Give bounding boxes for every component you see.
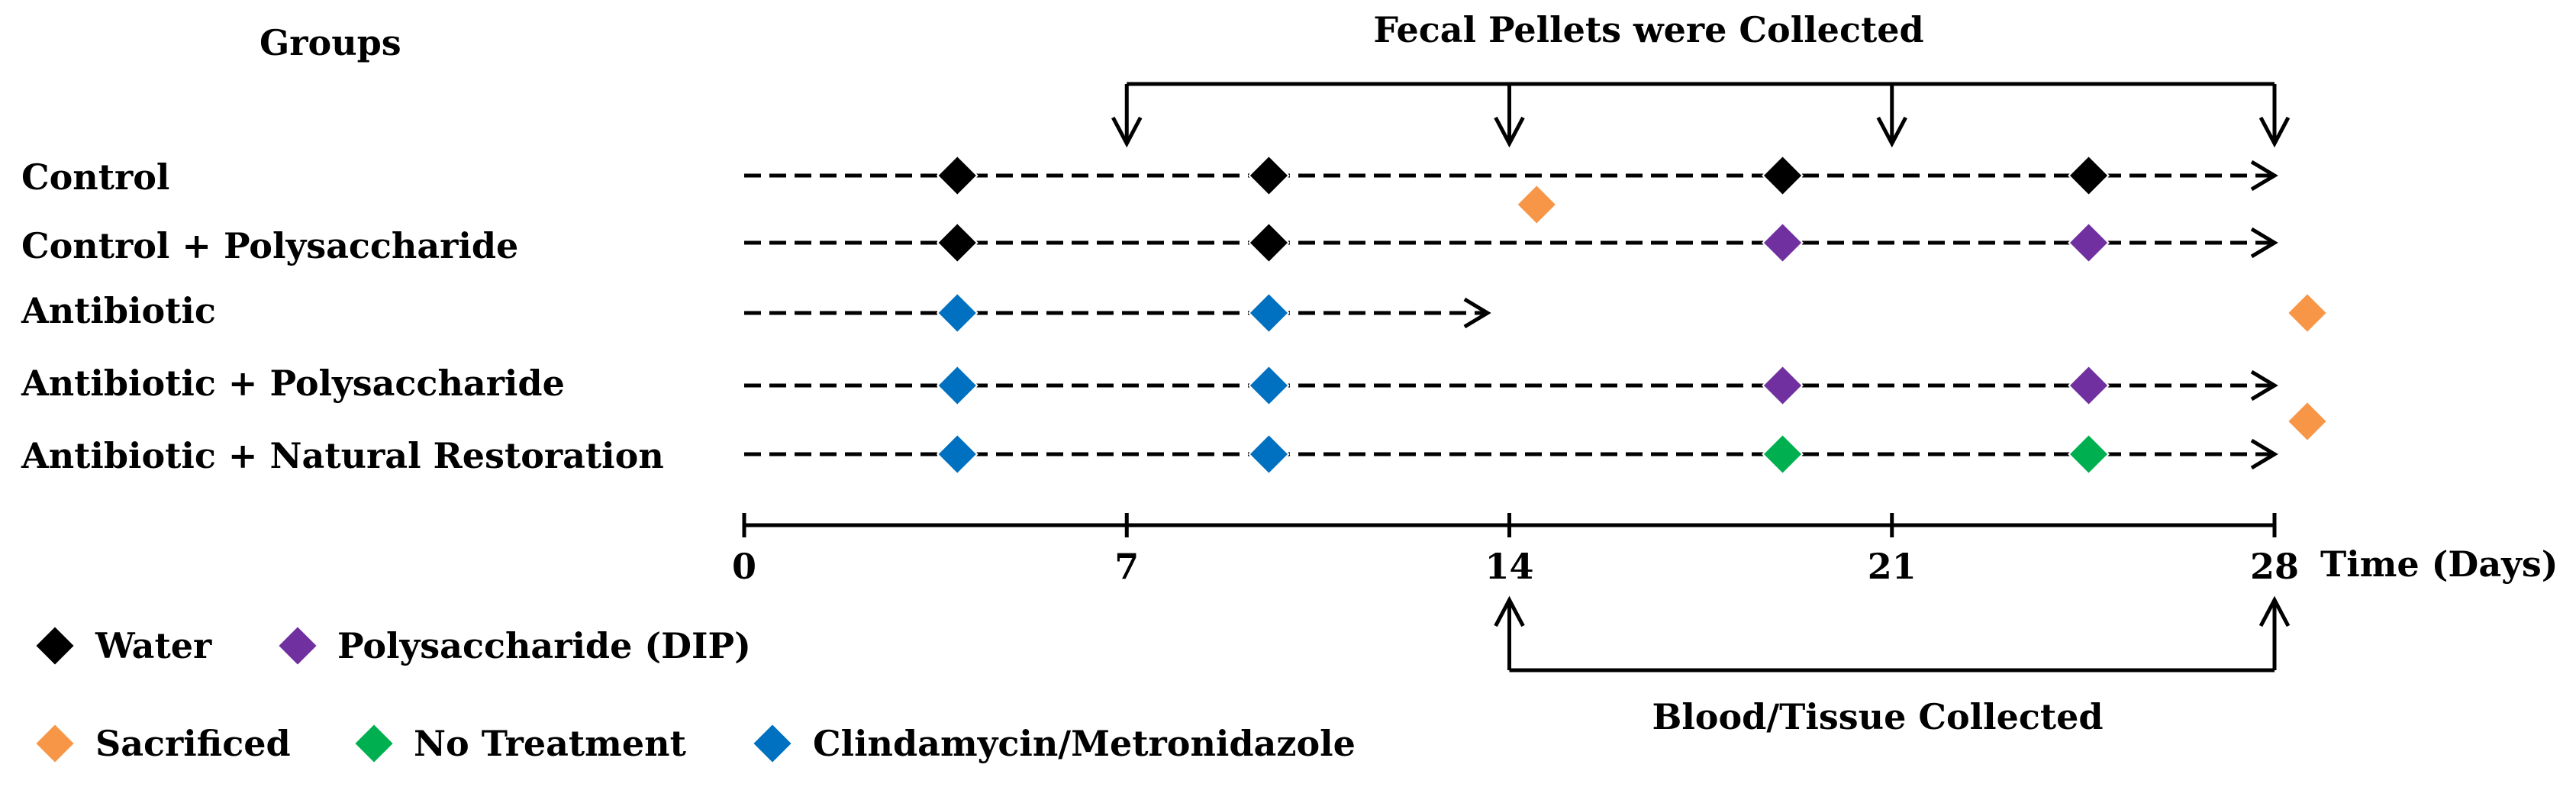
sacrificed-marker [2286,400,2329,443]
timeline-arrow-head [2250,438,2278,470]
sacrificed-marker [1515,183,1558,226]
legend-label-no-treatment: No Treatment [414,723,687,764]
treatment-marker-clindamycin [1248,364,1290,407]
legend: Water Polysaccharide (DIP) Sacrificed No… [34,624,1356,765]
treatment-marker-water [1248,154,1290,197]
axis-tick-label: 21 [1868,546,1917,587]
fecal-collection-title: Fecal Pellets were Collected [1373,9,1923,50]
timeline-arrow-head [2250,227,2278,259]
axis-tick-label: 28 [2250,546,2299,587]
treatment-marker-clindamycin [936,292,978,334]
legend-diamond-no_treatment [353,722,395,765]
legend-diamond-water [34,624,76,667]
legend-label-sacrificed: Sacrificed [95,723,291,764]
treatment-marker-water [936,221,978,264]
treatment-marker-no_treatment [1762,433,1804,476]
group-label-antibiotic: Antibiotic [21,290,216,331]
axis-tick-label: 7 [1114,546,1139,587]
treatment-marker-polysaccharide [2068,364,2110,407]
legend-diamond-clindamycin [751,722,794,765]
collection-brackets [1111,82,2291,672]
axis-tick-label: 0 [732,546,756,587]
axis-tick-label: 14 [1485,546,1533,587]
legend-diamond-sacrificed [34,722,76,765]
timeline-arrow-head [2250,160,2278,192]
treatment-marker-polysaccharide [2068,221,2110,264]
treatment-marker-water [1248,221,1290,264]
group-timelines [744,154,2329,476]
fecal-collection-arrow-head [1111,116,1143,148]
treatment-marker-water [936,154,978,197]
group-label-control: Control [21,156,169,198]
timeline-arrow-head [1463,297,1491,329]
legend-label-clindamycin: Clindamycin/Metronidazole [813,723,1356,764]
axis-label: Time (Days) [2320,543,2558,585]
time-axis: Time (Days) 0 7 14 21 28 [732,513,2558,587]
treatment-marker-clindamycin [1248,292,1290,334]
treatment-marker-water [2068,154,2110,197]
fecal-collection-arrow-head [2258,116,2291,148]
legend-label-polysaccharide: Polysaccharide (DIP) [337,625,751,666]
treatment-marker-clindamycin [936,433,978,476]
legend-item-polysaccharide: Polysaccharide (DIP) [276,624,751,667]
groups-title: Groups [260,22,401,63]
group-label-control-polysaccharide: Control + Polysaccharide [21,225,518,266]
legend-item-water: Water [34,624,212,667]
treatment-marker-clindamycin [936,364,978,407]
timeline-arrow-head [2250,369,2278,402]
legend-diamond-polysaccharide [276,624,319,667]
treatment-marker-polysaccharide [1762,221,1804,264]
legend-label-water: Water [95,625,212,666]
blood-collection-title: Blood/Tissue Collected [1652,696,2103,737]
legend-item-sacrificed: Sacrificed [34,722,291,765]
group-label-antibiotic-natural-restoration: Antibiotic + Natural Restoration [21,435,664,476]
fecal-collection-arrow-head [1876,116,1907,148]
treatment-marker-clindamycin [1248,433,1290,476]
sacrificed-marker [2286,292,2329,334]
legend-item-clindamycin: Clindamycin/Metronidazole [751,722,1356,765]
group-label-antibiotic-polysaccharide: Antibiotic + Polysaccharide [21,363,565,404]
blood-collection-arrow-head [1494,595,1525,627]
fecal-collection-arrow-head [1494,116,1525,148]
legend-item-no-treatment: No Treatment [353,722,687,765]
treatment-marker-water [1762,154,1804,197]
treatment-marker-polysaccharide [1762,364,1804,407]
treatment-marker-no_treatment [2068,433,2110,476]
blood-collection-arrow-head [2258,595,2291,627]
